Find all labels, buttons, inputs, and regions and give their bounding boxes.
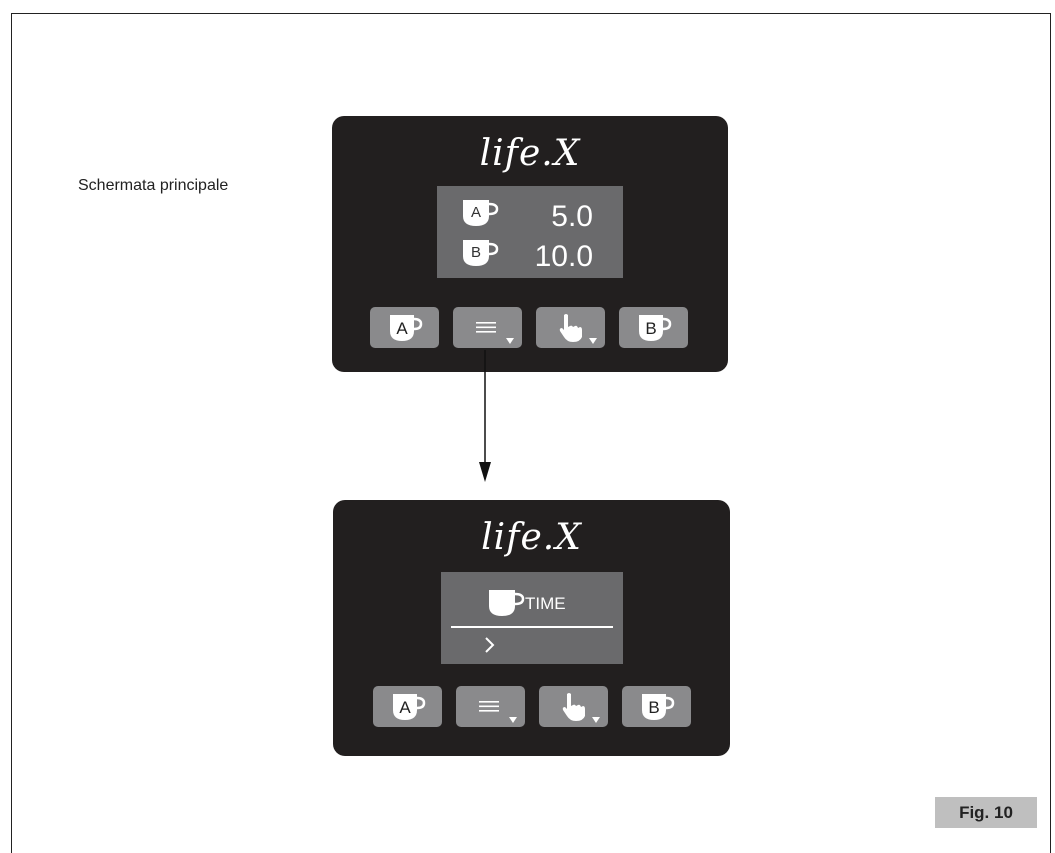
svg-text:B: B — [645, 319, 656, 338]
menu-icon — [476, 322, 514, 344]
control-panel-time: life.X TIME A — [333, 500, 730, 756]
value-a: 5.0 — [551, 200, 593, 233]
flow-arrow — [479, 350, 491, 482]
figure-frame — [11, 13, 1051, 853]
row-cup-b: B 10.0 — [437, 234, 623, 274]
svg-text:A: A — [396, 319, 408, 338]
caption-main-screen: Schermata principale — [78, 177, 229, 194]
menu-icon — [479, 701, 517, 723]
hand-icon — [562, 693, 600, 723]
hand-icon — [559, 314, 597, 344]
divider — [451, 626, 613, 628]
hand-button[interactable] — [539, 686, 608, 727]
chevron-right-icon — [485, 637, 495, 653]
svg-text:A: A — [399, 698, 411, 717]
cup-b-button[interactable]: B — [619, 307, 688, 348]
cup-b-button[interactable]: B — [622, 686, 691, 727]
svg-text:B: B — [471, 244, 481, 261]
menu-button[interactable] — [453, 307, 522, 348]
row-cup-a: A 5.0 — [437, 194, 623, 234]
display-main: A 5.0 B 10.0 — [437, 186, 623, 278]
cup-a-icon: A — [463, 200, 499, 226]
display-time: TIME — [441, 572, 623, 664]
control-panel-main: life.X A 5.0 B 10.0 A — [332, 116, 728, 372]
svg-text:B: B — [648, 698, 659, 717]
cup-a-button[interactable]: A — [370, 307, 439, 348]
value-b: 10.0 — [534, 240, 593, 273]
cup-icon — [489, 590, 525, 616]
figure-label: Fig. 10 — [935, 797, 1037, 828]
cup-a-button[interactable]: A — [373, 686, 442, 727]
time-label: TIME — [525, 594, 566, 613]
svg-text:A: A — [471, 204, 481, 221]
menu-button[interactable] — [456, 686, 525, 727]
logo: life.X — [479, 133, 581, 174]
logo: life.X — [481, 517, 582, 558]
cup-b-icon: B — [463, 240, 499, 266]
hand-button[interactable] — [536, 307, 605, 348]
